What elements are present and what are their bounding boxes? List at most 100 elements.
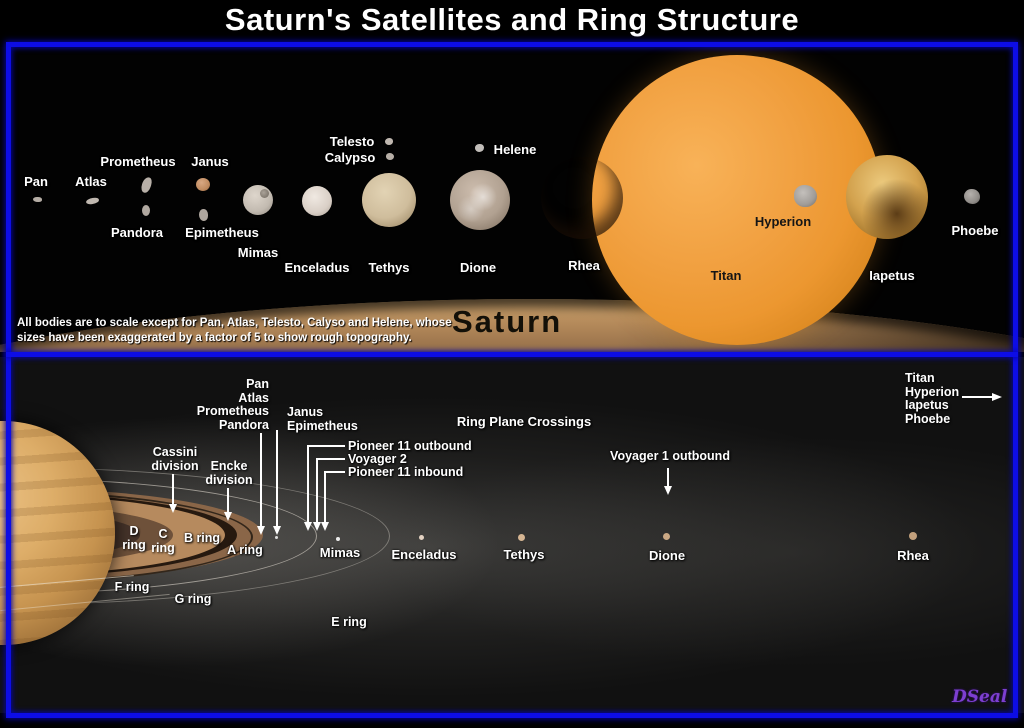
b-ring-label: B ring [183, 531, 221, 545]
panel-divider [6, 352, 1018, 357]
epimetheus-moon [199, 209, 208, 221]
scale-disclaimer: All bodies are to scale except for Pan, … [17, 316, 452, 346]
hyperion-moon [794, 185, 817, 207]
pan-label: Pan [24, 174, 48, 189]
pioneer11-inbound-leader-h [325, 471, 345, 473]
rhea-dot [909, 532, 917, 540]
calypso-moon [386, 153, 394, 160]
rhea-label: Rhea [568, 258, 600, 273]
rhea-moon [541, 157, 623, 239]
enceladus-dot [419, 535, 424, 540]
scale-disclaimer-line1: All bodies are to scale except for Pan, … [17, 317, 452, 329]
coorbital-stack: Janus Epimetheus [287, 405, 358, 433]
phoebe-moon [964, 189, 980, 204]
helene-moon [475, 144, 484, 152]
outer-moon-stack-phoebe: Phoebe [905, 411, 951, 426]
janus-label: Janus [191, 154, 229, 169]
outer-moon-stack: Titan Hyperion Iapetus Phoebe [905, 371, 960, 426]
inner-moon-stack-pandora: Pandora [218, 417, 269, 432]
enceladus-moon [302, 186, 332, 216]
tethys-moon [362, 173, 416, 227]
pandora-label: Pandora [110, 225, 164, 240]
prometheus-moon [139, 176, 154, 194]
voyager2-leader-h [317, 458, 345, 460]
pandora-leader [260, 433, 262, 526]
dione-dot [663, 533, 670, 540]
epimetheus-label: Epimetheus [185, 225, 259, 240]
artist-signature: DSeal [952, 687, 1008, 707]
c-ring-label: C ring [151, 527, 175, 555]
cassini-division-label: Cassini division [151, 445, 199, 473]
mimas-crater [260, 189, 269, 198]
coorbital-stack-janus: Janus [287, 405, 324, 419]
tethys-label: Tethys [368, 260, 410, 275]
voyager1-arrow [664, 486, 672, 495]
enceladus-orbit-label: Enceladus [391, 547, 457, 562]
tethys-orbit-label: Tethys [503, 547, 545, 562]
dione-label: Dione [459, 260, 497, 275]
pioneer11-outbound-leader-v [307, 445, 309, 522]
e-ring-label: E ring [331, 615, 367, 629]
pandora-moon [142, 205, 150, 216]
voyager2-leader-v [316, 458, 318, 522]
janus-moon [196, 178, 210, 191]
voyager1-leader [667, 468, 669, 486]
pan-moon [33, 197, 42, 202]
iapetus-moon [846, 155, 928, 239]
telesto-moon [385, 138, 393, 145]
inner-moon-stack-pan: Pan [246, 377, 269, 391]
coorbital-stack-epimetheus: Epimetheus [287, 418, 358, 433]
g-ring-label: G ring [174, 592, 212, 606]
pandora-arrow [257, 526, 265, 535]
encke-leader [227, 488, 229, 512]
voyager2-label: Voyager 2 [348, 452, 407, 466]
atlas-moon [85, 197, 100, 205]
mimas-dot [336, 537, 340, 541]
telesto-label: Telesto [329, 134, 375, 149]
hyperion-label: Hyperion [754, 214, 812, 229]
pioneer11-inbound-arrow [321, 522, 329, 531]
ring-structure-panel: Pan Atlas Prometheus Pandora Janus Epime… [0, 357, 1024, 713]
encke-division-label: Encke division [205, 459, 253, 487]
satellites-panel: Pan Atlas Prometheus Janus Pandora Epime… [0, 47, 1024, 352]
pioneer11-outbound-leader-h [308, 445, 345, 447]
janus-leader [276, 430, 278, 526]
pioneer11-outbound-label: Pioneer 11 outbound [348, 439, 472, 453]
ring-plane-crossings-heading: Ring Plane Crossings [456, 414, 592, 429]
voyager1-outbound-label: Voyager 1 outbound [610, 449, 730, 463]
scale-disclaimer-line2: sizes have been exaggerated by a factor … [17, 332, 412, 344]
pioneer11-inbound-leader-v [324, 471, 326, 522]
pioneer11-inbound-label: Pioneer 11 inbound [348, 465, 464, 479]
outer-moon-stack-titan: Titan [905, 371, 935, 385]
cassini-leader [172, 474, 174, 504]
phoebe-label: Phoebe [951, 223, 999, 238]
mimas-orbit-label: Mimas [319, 545, 361, 560]
rhea-orbit-label: Rhea [897, 548, 929, 563]
a-ring-label: A ring [227, 543, 263, 557]
poster-title: Saturn's Satellites and Ring Structure [224, 2, 800, 37]
inner-moon-stack: Pan Atlas Prometheus Pandora [169, 377, 269, 432]
cassini-arrow [169, 504, 177, 513]
outer-moon-stack-iapetus: Iapetus [905, 398, 949, 412]
enceladus-label: Enceladus [284, 260, 350, 275]
mimas-moon [243, 185, 273, 215]
dione-moon [450, 170, 510, 230]
outer-moons-leader [962, 396, 992, 398]
titan-label: Titan [710, 268, 742, 283]
outer-moons-arrow [992, 393, 1002, 401]
outer-moon-stack-hyperion: Hyperion [905, 384, 960, 399]
tethys-dot [518, 534, 525, 541]
d-ring-label: D ring [122, 524, 146, 552]
titan-moon [592, 55, 882, 345]
coorbital-dot [275, 536, 278, 539]
iapetus-label: Iapetus [869, 268, 915, 283]
prometheus-label: Prometheus [100, 154, 176, 169]
outer-haze [380, 437, 1024, 667]
calypso-label: Calypso [324, 150, 376, 165]
janus-arrow [273, 526, 281, 535]
mimas-label: Mimas [237, 245, 279, 260]
saturn-label: Saturn [452, 304, 563, 339]
f-ring-label: F ring [114, 580, 150, 594]
dione-orbit-label: Dione [648, 548, 686, 563]
